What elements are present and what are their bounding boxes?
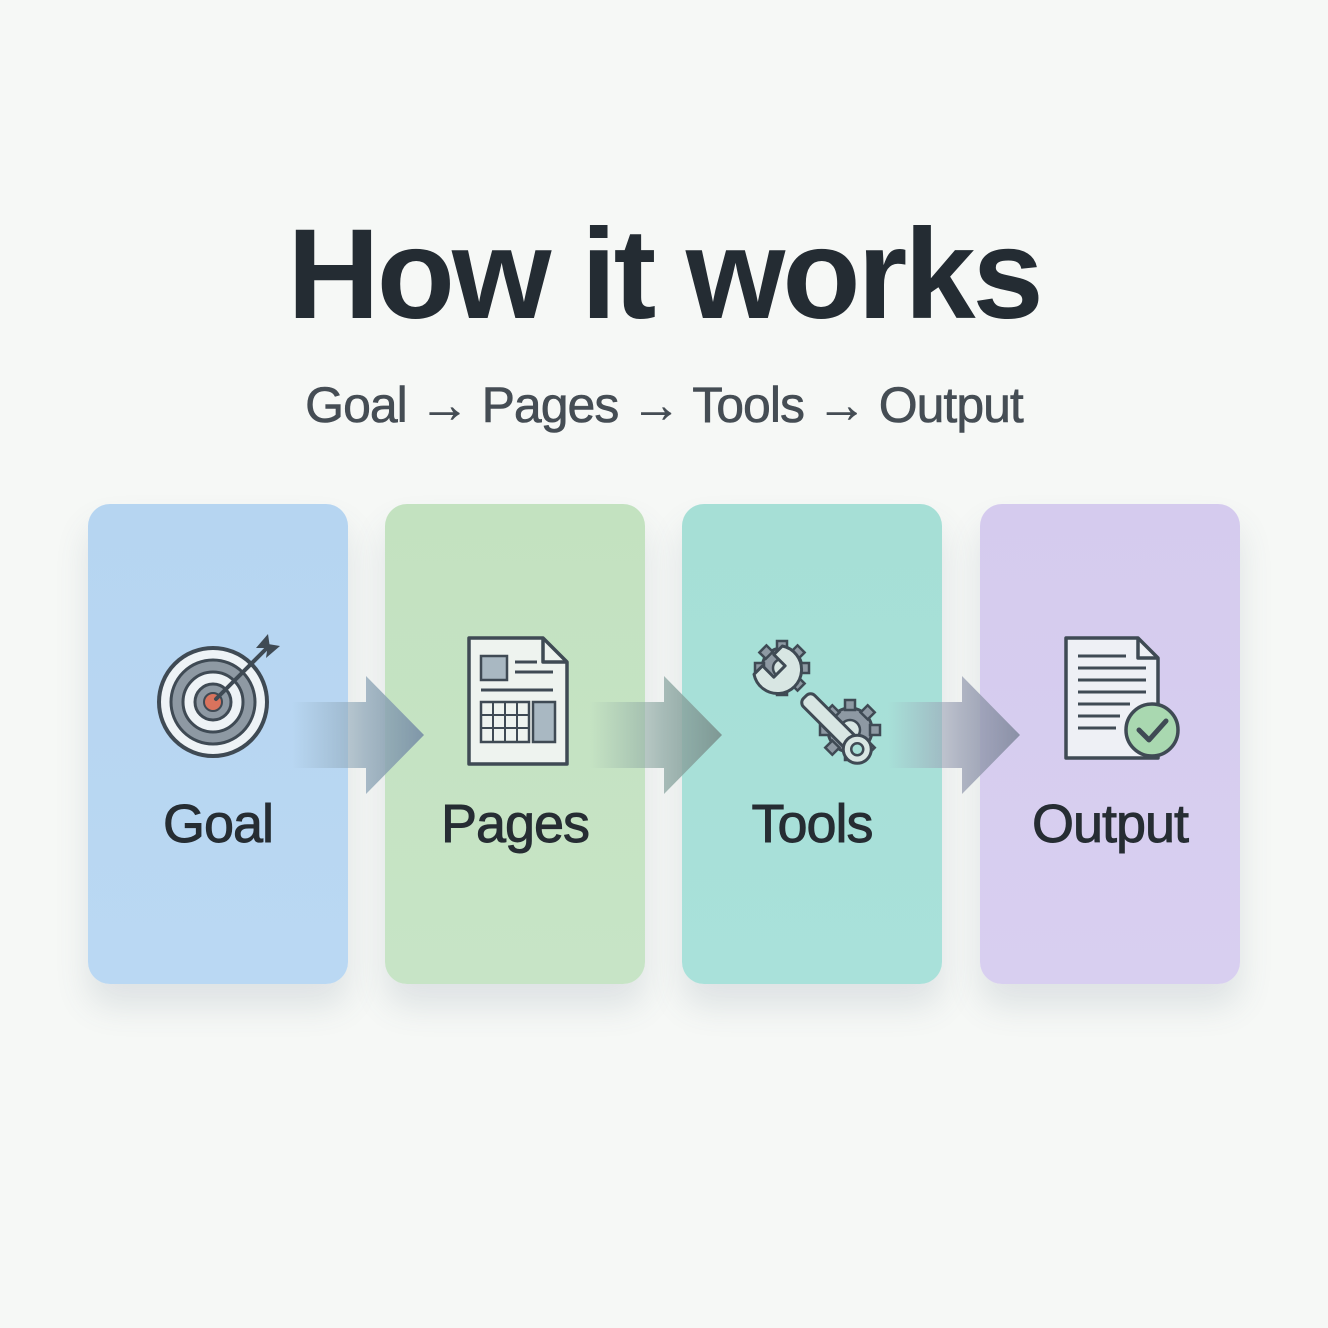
step-card-output: Output	[980, 504, 1240, 984]
step-label-tools: Tools	[751, 794, 874, 855]
page-subtitle: Goal → Pages → Tools → Output	[305, 377, 1024, 434]
page-title: How it works	[287, 203, 1043, 346]
target-icon	[157, 634, 280, 758]
document-check-icon	[1064, 636, 1180, 760]
arrow-right-icon	[590, 676, 722, 794]
arrow-right-icon	[888, 676, 1020, 794]
step-label-goal: Goal	[162, 794, 275, 855]
arrow-right-icon	[292, 676, 424, 794]
document-grid-icon	[467, 636, 569, 766]
step-label-output: Output	[1031, 794, 1189, 855]
step-label-pages: Pages	[440, 794, 590, 855]
wrench-gears-icon	[752, 639, 882, 765]
